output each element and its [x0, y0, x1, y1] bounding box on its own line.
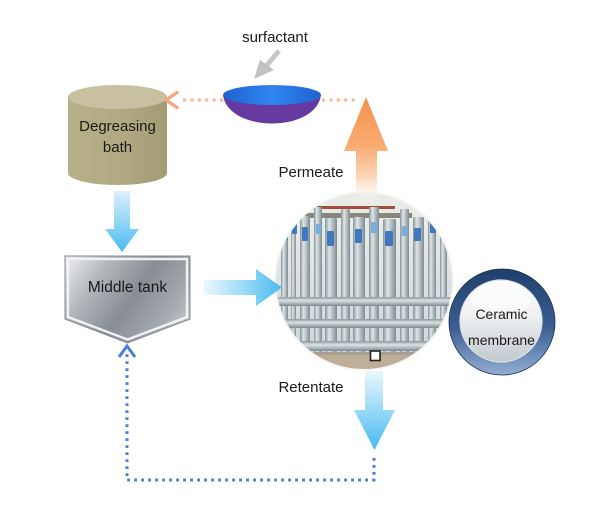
permeate-arrow-icon: [344, 97, 388, 205]
surfactant-label: surfactant: [242, 29, 308, 46]
bath-to-tank-arrow-icon: [105, 191, 139, 252]
photo-horizontal-manifolds: [276, 297, 453, 351]
tank-to-membrane-arrow-icon: [204, 269, 282, 306]
degreasing-bath-cylinder: [68, 85, 167, 185]
permeate-label: Permeate: [278, 164, 344, 181]
orange-arrowhead-icon: [164, 90, 179, 110]
retentate-label: Retentate: [278, 379, 344, 396]
photo-vertical-pipes: [281, 204, 447, 356]
degreasing-bath-label: Degreasing bath: [68, 116, 167, 158]
blue-arrowhead-icon: [117, 343, 137, 358]
photo-marker-square: [369, 350, 381, 362]
ceramic-membrane-label-line1: Ceramic: [475, 306, 528, 322]
middle-tank-shape: [64, 255, 191, 344]
degreasing-bath-label-line2: bath: [102, 139, 133, 156]
retentate-recycle-dotted-line: [117, 343, 376, 482]
ceramic-membrane-label: Ceramic membrane: [453, 301, 550, 353]
surfactant-bowl: [223, 85, 321, 124]
dotted-orange-feed-line: [164, 90, 358, 110]
surfactant-pour-arrow-icon: [254, 49, 281, 79]
degreasing-bath-label-line1: Degreasing: [79, 118, 156, 135]
retentate-arrow-icon: [354, 371, 395, 450]
ceramic-membrane-badge: [448, 268, 556, 376]
ceramic-membrane-label-line2: membrane: [468, 332, 535, 348]
middle-tank-label: Middle tank: [87, 279, 168, 296]
